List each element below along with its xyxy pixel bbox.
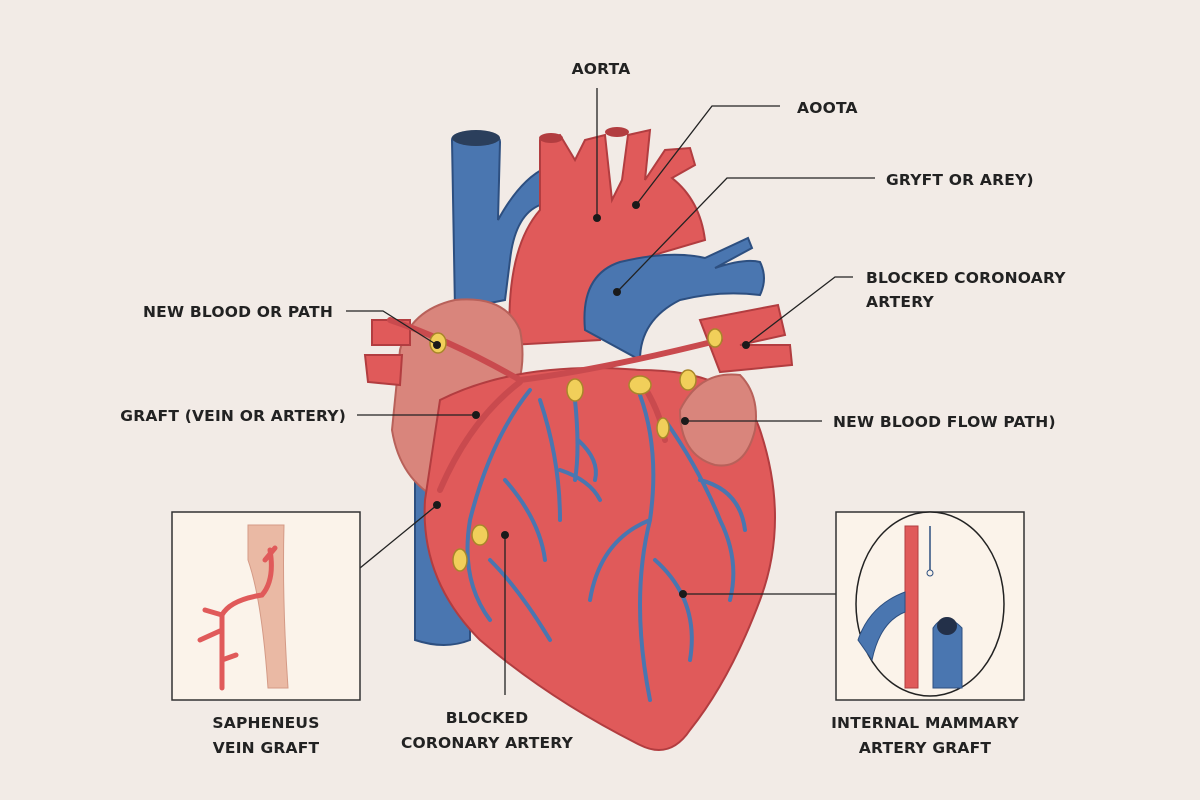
label-gryft: GRYFT OR AREY): [886, 171, 1034, 189]
label-mammary-1: INTERNAL MAMMARY: [831, 714, 1019, 732]
label-saphenous-2: VEIN GRAFT: [213, 739, 320, 757]
label-aorta: AORTA: [572, 60, 631, 78]
label-aoota: AOOTA: [797, 99, 858, 117]
label-blocked-bottom-2: CORONARY ARTERY: [401, 734, 574, 752]
coronary-vessels: [465, 388, 747, 702]
label-mammary-2: ARTERY GRAFT: [859, 739, 992, 757]
pulmonary-veins-right: [698, 303, 794, 374]
label-blocked-coronary-right-1: BLOCKED CORONOARY: [866, 269, 1066, 287]
saphenous-vein-inset: [171, 511, 361, 701]
label-blocked-bottom-1: BLOCKED: [446, 709, 529, 727]
leader-lines: [346, 88, 875, 695]
left-atrium: [678, 373, 757, 467]
label-blocked-coronary-right-2: ARTERY: [866, 293, 934, 311]
label-new-blood-or-path: NEW BLOOD OR PATH: [143, 303, 333, 321]
label-new-blood-flow-path: NEW BLOOD FLOW PATH): [833, 413, 1056, 431]
label-saphenous-1: SAPHENEUS: [212, 714, 319, 732]
pulmonary-artery: [583, 236, 765, 362]
internal-mammary-inset: [835, 511, 1025, 701]
graft-anastomosis-clips: [429, 328, 723, 572]
pulmonary-veins-left: [363, 319, 411, 387]
ventricles: [423, 367, 776, 751]
label-graft-vein-or-artery: GRAFT (VEIN OR ARTERY): [120, 407, 346, 425]
